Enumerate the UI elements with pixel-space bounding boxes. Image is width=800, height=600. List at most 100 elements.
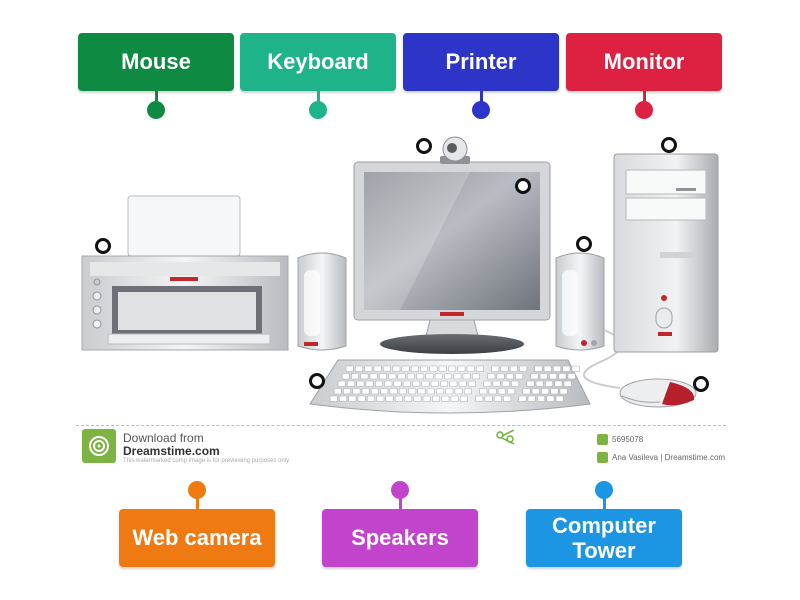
keyboard-key xyxy=(484,395,493,402)
keyboard-key xyxy=(369,373,378,380)
pin-line xyxy=(398,497,402,509)
keyboard-key xyxy=(554,380,563,387)
tower-graphic xyxy=(613,153,719,353)
label-printer-text: Printer xyxy=(445,49,517,75)
keyboard-key xyxy=(546,395,555,402)
keyboard-key xyxy=(535,380,544,387)
keyboard-key xyxy=(346,380,356,387)
keyboard-key xyxy=(439,380,449,387)
drop-target-keyboard[interactable] xyxy=(309,373,325,389)
drop-target-webcam[interactable] xyxy=(416,138,432,154)
label-speakers-text: Speakers xyxy=(351,525,449,551)
pin-line xyxy=(316,91,320,103)
pin-line xyxy=(154,91,158,103)
keyboard-key xyxy=(401,365,410,372)
keyboard-key xyxy=(555,395,564,402)
label-computer-tower-text: Computer Tower xyxy=(552,512,656,563)
keyboard-key xyxy=(380,388,389,395)
drop-target-tower[interactable] xyxy=(661,137,677,153)
keyboard-key xyxy=(563,380,572,387)
keyboard-key xyxy=(410,365,419,372)
keyboard-key xyxy=(536,395,546,402)
keyboard-key xyxy=(445,388,454,395)
keyboard-key xyxy=(337,380,346,387)
keyboard-key xyxy=(509,365,518,372)
keyboard-key xyxy=(413,395,422,402)
label-web-camera[interactable]: Web camera xyxy=(119,481,275,567)
keyboard-key xyxy=(522,388,531,395)
label-monitor[interactable]: Monitor xyxy=(566,33,722,119)
keyboard-key xyxy=(479,388,488,395)
keyboard-key xyxy=(496,373,505,380)
drop-target-mouse[interactable] xyxy=(693,376,709,392)
keyboard-key xyxy=(341,373,350,380)
keyboard-key xyxy=(526,380,535,387)
keyboard-key xyxy=(497,388,506,395)
pin-dot xyxy=(309,101,327,119)
keyboard-graphic xyxy=(309,359,591,414)
keyboard-key xyxy=(425,373,434,380)
keyboard-key xyxy=(463,388,473,395)
dreamstime-logo-icon xyxy=(82,429,116,463)
keyboard-key xyxy=(441,395,450,402)
label-printer[interactable]: Printer xyxy=(403,33,559,119)
keyboard-key xyxy=(454,388,463,395)
mouse-graphic xyxy=(619,378,697,408)
drop-target-monitor[interactable] xyxy=(515,178,531,194)
keyboard-key xyxy=(416,373,425,380)
keyboard-key xyxy=(406,373,415,380)
keyboard-key xyxy=(449,380,458,387)
keyboard-key xyxy=(389,388,398,395)
keyboard-key xyxy=(412,380,421,387)
scissors-icon xyxy=(496,429,515,445)
label-mouse-text: Mouse xyxy=(121,49,191,75)
label-computer-tower[interactable]: Computer Tower xyxy=(526,481,682,567)
keyboard-key xyxy=(475,365,485,372)
label-speakers[interactable]: Speakers xyxy=(322,481,478,567)
keyboard-key xyxy=(527,395,536,402)
drop-target-printer[interactable] xyxy=(95,238,111,254)
monitor-graphic xyxy=(353,161,551,354)
keyboard-key xyxy=(388,373,397,380)
keyboard-key xyxy=(500,365,509,372)
keyboard-key xyxy=(402,380,411,387)
keyboard-key xyxy=(404,395,413,402)
drop-target-speakers[interactable] xyxy=(576,236,592,252)
keyboard-key xyxy=(505,373,514,380)
keyboard-key xyxy=(333,388,342,395)
label-keyboard[interactable]: Keyboard xyxy=(240,33,396,119)
label-web-camera-text: Web camera xyxy=(132,525,262,551)
keyboard-key xyxy=(450,395,459,402)
image-id: 5695078 xyxy=(612,435,644,444)
pin-dot xyxy=(147,101,165,119)
pin-dot xyxy=(188,481,206,499)
keyboard-key xyxy=(487,373,496,380)
keyboard-key xyxy=(370,388,380,395)
keyboard-key xyxy=(507,388,516,395)
keyboard-key xyxy=(531,388,540,395)
keyboard-key xyxy=(361,388,370,395)
keyboard-key xyxy=(373,365,382,372)
watermark-divider xyxy=(76,425,726,426)
keyboard-key xyxy=(540,388,550,395)
keyboard-key xyxy=(462,373,471,380)
keyboard-key xyxy=(519,365,528,372)
pin-dot xyxy=(391,481,409,499)
printer-graphic xyxy=(81,195,289,351)
watermark-note: This watermarked comp image is for previ… xyxy=(123,458,291,464)
keyboard-key xyxy=(408,388,417,395)
keyboard-key xyxy=(550,388,559,395)
keyboard-key xyxy=(458,380,467,387)
keyboard-key xyxy=(534,365,543,372)
keyboard-key xyxy=(366,395,376,402)
keyboard-key xyxy=(491,365,500,372)
keyboard-key xyxy=(378,373,388,380)
keyboard-key xyxy=(493,395,502,402)
keyboard-key xyxy=(345,365,354,372)
dreamstime-text: Dreamstime.com xyxy=(123,444,220,458)
keyboard-key xyxy=(511,380,520,387)
keyboard-key xyxy=(338,395,348,402)
keyboard-key xyxy=(385,395,394,402)
keyboard-key xyxy=(431,395,441,402)
label-mouse[interactable]: Mouse xyxy=(78,33,234,119)
